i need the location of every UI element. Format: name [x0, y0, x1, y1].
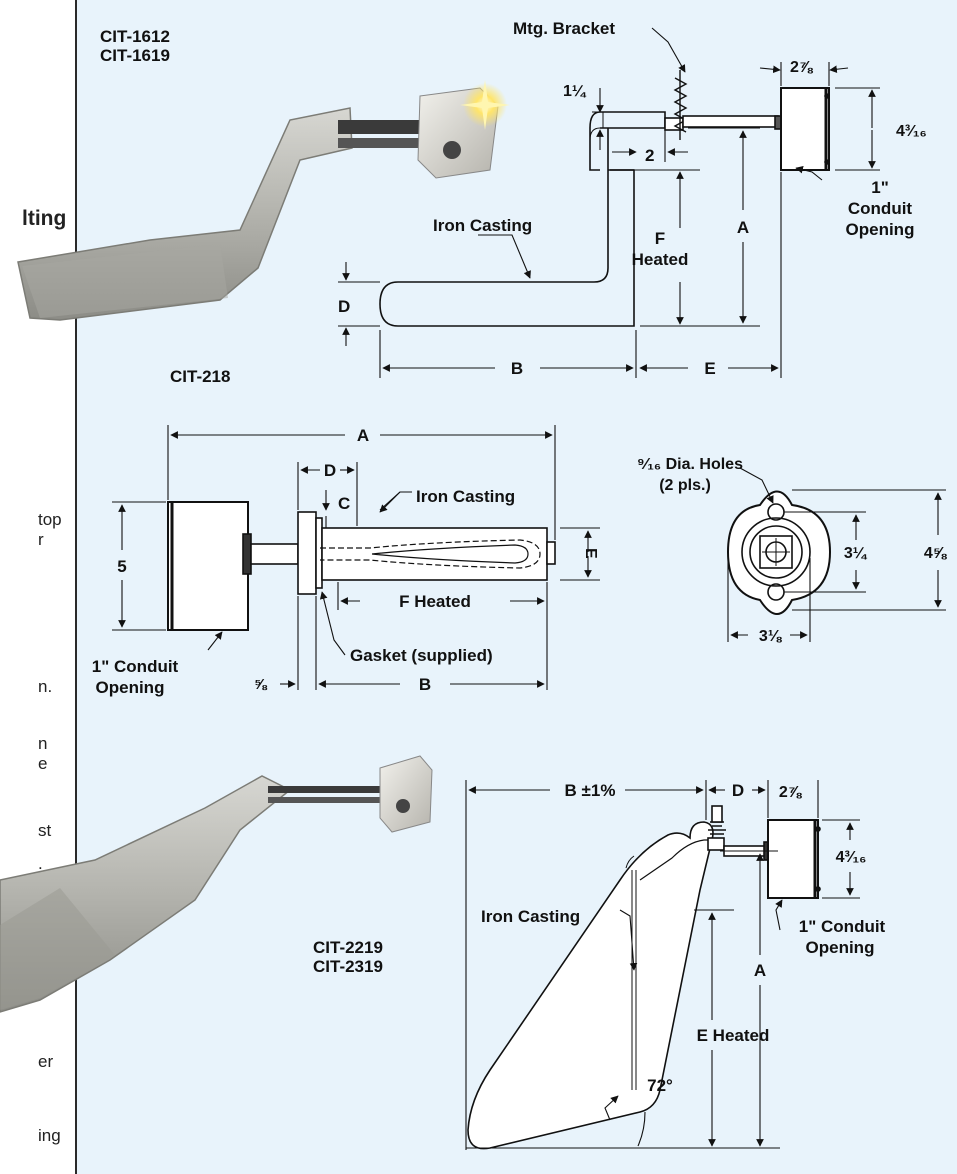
dim-2-7-8: 2⅞	[790, 59, 814, 76]
holes-label: ⁹⁄₁₆ Dia. Holes	[637, 456, 743, 473]
model-label: CIT-218	[170, 367, 230, 386]
dim-2-7-8: 2⅞	[779, 784, 803, 801]
angle-label: 72°	[647, 1076, 673, 1095]
dim-4-3-16: 4³⁄₁₆	[896, 123, 927, 140]
gasket-label: Gasket (supplied)	[350, 646, 493, 665]
model-label: CIT-1612	[100, 27, 170, 46]
conduit-label: Conduit	[848, 199, 913, 218]
model-label: CIT-1619	[100, 46, 170, 65]
dim-b: B	[511, 359, 523, 378]
mtg-bracket-label: Mtg. Bracket	[513, 19, 615, 38]
drawing-cit-218	[167, 490, 832, 631]
dim-b: B ±1%	[565, 781, 616, 800]
dim-2: 2	[645, 146, 654, 165]
dim-5-8: ⅝	[254, 676, 268, 693]
dim-4-5-8: 4⅝	[924, 545, 948, 562]
e-heated-label: E Heated	[697, 1026, 770, 1045]
dim-4-3-16: 4³⁄₁₆	[836, 849, 867, 866]
conduit-label: 1" Conduit	[92, 657, 179, 676]
left-fragment: r	[38, 530, 44, 549]
dim-d: D	[732, 781, 744, 800]
model-label: CIT-2219	[313, 938, 383, 957]
dim-d: D	[324, 461, 336, 480]
left-fragment-heading: lting	[22, 207, 67, 230]
dim-3-1-8: 3⅛	[759, 628, 783, 645]
dim-b: B	[419, 675, 431, 694]
dim-c: C	[338, 494, 350, 513]
left-fragment: er	[38, 1052, 54, 1071]
f-heated-label: Heated	[632, 250, 689, 269]
conduit-label: Opening	[846, 220, 915, 239]
f-heated-label: F	[655, 229, 665, 248]
iron-casting-label: Iron Casting	[481, 907, 580, 926]
left-fragment: n.	[38, 677, 53, 696]
left-fragment: ing	[38, 1126, 61, 1145]
left-fragment: top	[38, 510, 62, 529]
conduit-label: 1" Conduit	[799, 917, 886, 936]
dim-a: A	[754, 961, 766, 980]
dim-a: A	[737, 218, 749, 237]
dimensions-cit-218	[112, 425, 946, 690]
left-fragment: .	[38, 854, 43, 873]
dim-e: E	[582, 548, 599, 559]
dim-e: E	[704, 359, 715, 378]
section3-text: B ±1% D 2⅞ 4³⁄₁₆ 1" Conduit Opening Iron…	[313, 781, 886, 1095]
dim-5: 5	[117, 557, 126, 576]
model-label: CIT-2319	[313, 957, 383, 976]
iron-casting-label: Iron Casting	[416, 487, 515, 506]
left-fragment: e	[38, 754, 48, 773]
f-heated-label: F Heated	[399, 592, 471, 611]
iron-casting-label: Iron Casting	[433, 216, 532, 235]
dimensions-cit-2219	[465, 780, 860, 1150]
dimensions-cit-1612	[338, 27, 880, 378]
heater-photo-bottom	[0, 755, 433, 1013]
dim-3-1-4: 3¼	[844, 545, 868, 562]
section1-text: CIT-1612 CIT-1619 Mtg. Bracket 1¼ 2⅞ 4³⁄…	[100, 19, 927, 386]
dim-d: D	[338, 297, 350, 316]
conduit-label: Opening	[806, 938, 875, 957]
dim-a: A	[357, 426, 369, 445]
left-fragment: n	[38, 734, 48, 753]
dim-1-1-4: 1¼	[563, 83, 587, 100]
heater-photo-top	[17, 80, 510, 321]
drawing-cit-2219	[467, 805, 821, 1150]
conduit-label: 1"	[871, 178, 889, 197]
conduit-label: Opening	[96, 678, 165, 697]
holes-label: (2 pls.)	[659, 477, 711, 494]
section2-text: A D C Iron Casting E 5 F Heated Gasket (…	[92, 426, 948, 697]
drawing-cit-1612	[379, 70, 830, 327]
left-fragment: st	[38, 821, 52, 840]
